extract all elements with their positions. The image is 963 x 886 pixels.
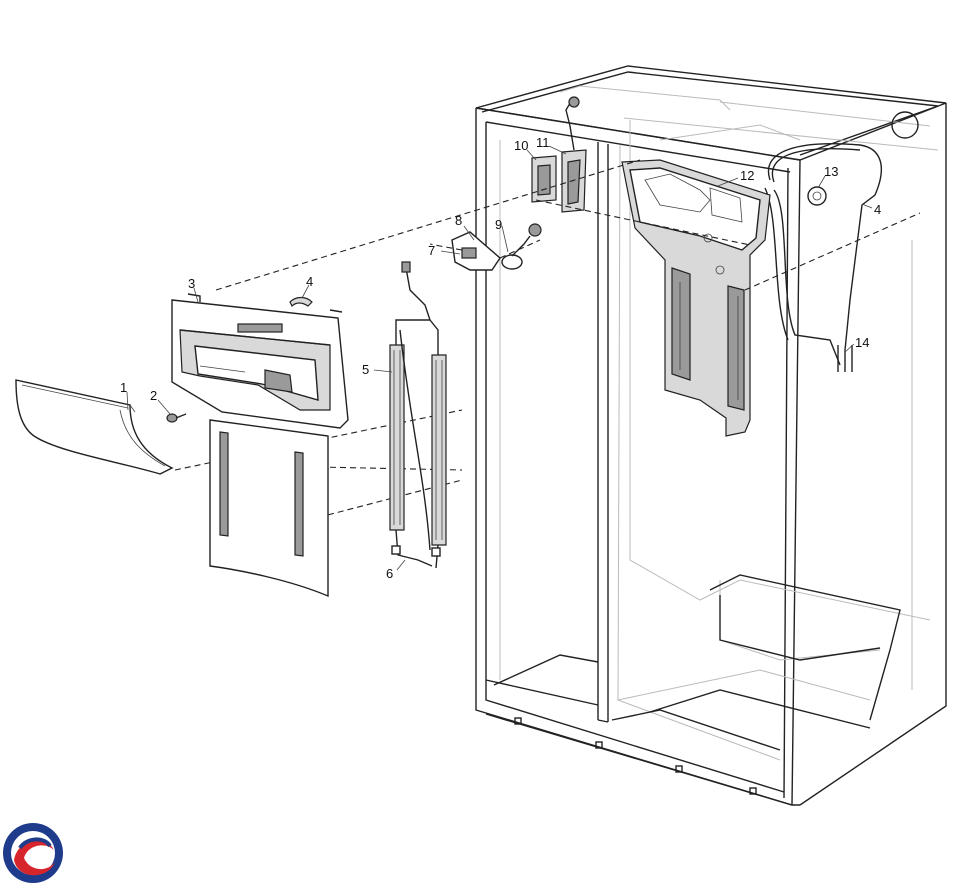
callout-8: 8 xyxy=(455,213,462,228)
screw-part xyxy=(166,413,187,423)
heater-rail-parts xyxy=(389,261,447,569)
callout-13: 13 xyxy=(824,164,838,179)
callout-11: 11 xyxy=(536,135,550,150)
callout-12: 12 xyxy=(740,168,754,183)
callout-leaders xyxy=(126,145,873,571)
freezer-housing-parts xyxy=(531,96,587,213)
refrigerator-cabinet xyxy=(475,65,947,806)
callout-3: 3 xyxy=(188,276,195,291)
brand-logo xyxy=(3,823,63,883)
callout-4-tube: 4 xyxy=(874,202,881,217)
callout-10: 10 xyxy=(514,138,528,153)
dispenser-front-panel xyxy=(209,419,329,598)
grommet-part xyxy=(807,186,827,206)
drip-tray-part xyxy=(15,379,174,475)
valve-bracket-parts xyxy=(451,223,542,271)
callout-1: 1 xyxy=(120,380,127,395)
dispenser-housing-part xyxy=(171,293,349,429)
callout-14: 14 xyxy=(855,335,869,350)
callout-4-clip: 4 xyxy=(306,274,313,289)
callout-5: 5 xyxy=(362,362,369,377)
clip-part xyxy=(289,296,313,308)
callout-9: 9 xyxy=(495,217,502,232)
callout-6: 6 xyxy=(386,566,393,581)
callout-labels: 1 2 3 4 4 5 6 7 8 9 10 11 12 13 14 xyxy=(120,135,881,581)
callout-7: 7 xyxy=(428,243,435,258)
callout-2: 2 xyxy=(150,388,157,403)
evaporator-cover-part xyxy=(621,159,771,437)
